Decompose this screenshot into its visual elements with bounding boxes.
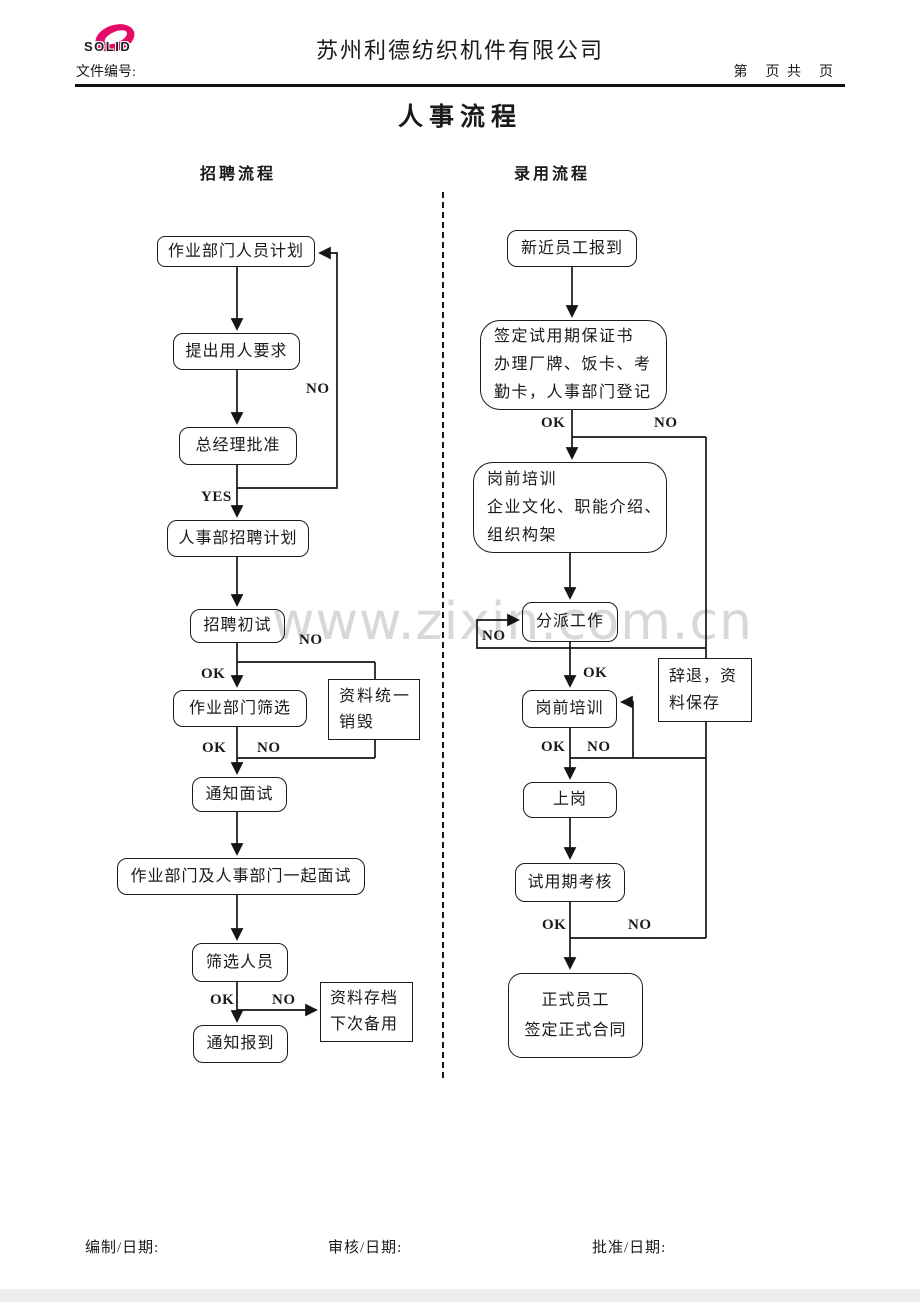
node-label: 组织构架: [487, 526, 558, 544]
node-notify-interview: 通知面试: [192, 777, 287, 812]
node-label: 签定试用期保证书: [494, 328, 635, 345]
label-ok: OK: [583, 665, 608, 681]
header-divider: [75, 84, 845, 87]
left-flow-heading: 招聘流程: [200, 166, 277, 183]
label-no: NO: [628, 917, 652, 933]
label-ok: OK: [202, 740, 227, 756]
label-no: NO: [306, 381, 330, 397]
flow-connector-retry-loop: [620, 695, 634, 758]
label-ok: OK: [542, 917, 567, 933]
label-no: NO: [482, 628, 506, 644]
node-archive-data: 资料存档 下次备用: [320, 982, 413, 1042]
node-select-candidates: 筛选人员: [192, 943, 288, 982]
node-notify-onboard: 通知报到: [193, 1025, 288, 1063]
node-label: 下次备用: [330, 1016, 399, 1033]
node-assign-work: 分派工作: [522, 602, 618, 642]
node-label: 作业部门人员计划: [167, 242, 304, 260]
doc-number-label: 文件编号:: [76, 65, 136, 80]
node-label: 岗前培训: [535, 700, 604, 717]
node-dept-staff-plan: 作业部门人员计划: [157, 236, 315, 267]
label-ok: OK: [210, 992, 235, 1008]
solid-logo: SOLID: [84, 19, 148, 58]
node-request-staff: 提出用人要求: [173, 333, 300, 370]
node-label: 通知报到: [206, 1035, 275, 1052]
label-ok: OK: [541, 415, 566, 431]
node-joint-interview: 作业部门及人事部门一起面试: [117, 858, 365, 895]
node-sign-probation: 签定试用期保证书 办理厂牌、饭卡、考 勤卡，人事部门登记: [480, 320, 667, 410]
label-no: NO: [299, 632, 323, 648]
node-label: 办理厂牌、饭卡、考: [494, 356, 652, 373]
node-dismiss-keep-data: 辞退，资 料保存: [658, 658, 752, 722]
node-label: 料保存: [669, 695, 721, 712]
node-label: 作业部门及人事部门一起面试: [130, 867, 352, 885]
right-flow-heading: 录用流程: [514, 166, 591, 183]
node-first-interview: 招聘初试: [190, 609, 285, 643]
node-label: 勤卡，人事部门登记: [494, 384, 652, 401]
node-destroy-data: 资料统一 销毁: [328, 679, 420, 740]
label-yes: YES: [201, 489, 232, 505]
page-counter: 第 页 共 页: [733, 65, 835, 80]
node-label: 筛选人员: [205, 953, 274, 971]
label-no: NO: [272, 992, 296, 1008]
node-label: 试用期考核: [527, 873, 613, 891]
footer-reviewed-label: 审核/日期:: [328, 1240, 403, 1256]
label-no: NO: [654, 415, 678, 431]
flow-connector-no-loop: [476, 613, 706, 649]
node-label: 资料存档: [330, 990, 399, 1007]
page-title: 人事流程: [397, 104, 522, 131]
node-label: 辞退，资: [669, 668, 738, 685]
footer-approved-label: 批准/日期:: [592, 1240, 667, 1256]
node-label: 新近员工报到: [520, 239, 623, 257]
node-label: 人事部招聘计划: [178, 529, 298, 547]
label-ok: OK: [541, 739, 566, 755]
node-label: 资料统一: [339, 687, 412, 705]
node-pre-job-training: 岗前培训: [522, 690, 617, 728]
flow-connector-no-loop: [237, 246, 338, 489]
node-label: 销毁: [339, 713, 376, 731]
node-label: 正式员工: [541, 991, 610, 1009]
node-label: 岗前培训: [487, 470, 558, 488]
node-probation-review: 试用期考核: [515, 863, 625, 902]
column-divider: [442, 192, 444, 1078]
node-label: 提出用人要求: [185, 342, 288, 360]
node-label: 招聘初试: [203, 617, 272, 634]
node-dept-screening: 作业部门筛选: [173, 690, 307, 727]
node-label: 分派工作: [535, 613, 604, 630]
node-start-work: 上岗: [523, 782, 617, 818]
page-bottom-edge: [0, 1289, 920, 1302]
node-formal-employee: 正式员工 签定正式合同: [508, 973, 643, 1058]
node-gm-approval: 总经理批准: [179, 427, 297, 465]
node-label: 总经理批准: [195, 437, 281, 454]
label-ok: OK: [201, 666, 226, 682]
node-label: 上岗: [552, 791, 587, 808]
node-orientation-training: 岗前培训 企业文化、职能介绍、 组织构架: [473, 462, 667, 553]
node-new-employee-report: 新近员工报到: [507, 230, 637, 267]
node-label: 企业文化、职能介绍、: [487, 498, 663, 516]
node-hr-recruit-plan: 人事部招聘计划: [167, 520, 309, 557]
node-label: 通知面试: [205, 785, 274, 803]
label-no: NO: [587, 739, 611, 755]
label-no: NO: [257, 740, 281, 756]
footer-prepared-label: 编制/日期:: [85, 1240, 160, 1256]
node-label: 签定正式合同: [524, 1021, 627, 1039]
logo-text: SOLID: [84, 39, 132, 54]
node-label: 作业部门筛选: [188, 699, 291, 717]
company-name: 苏州利德纺织机件有限公司: [315, 38, 604, 63]
